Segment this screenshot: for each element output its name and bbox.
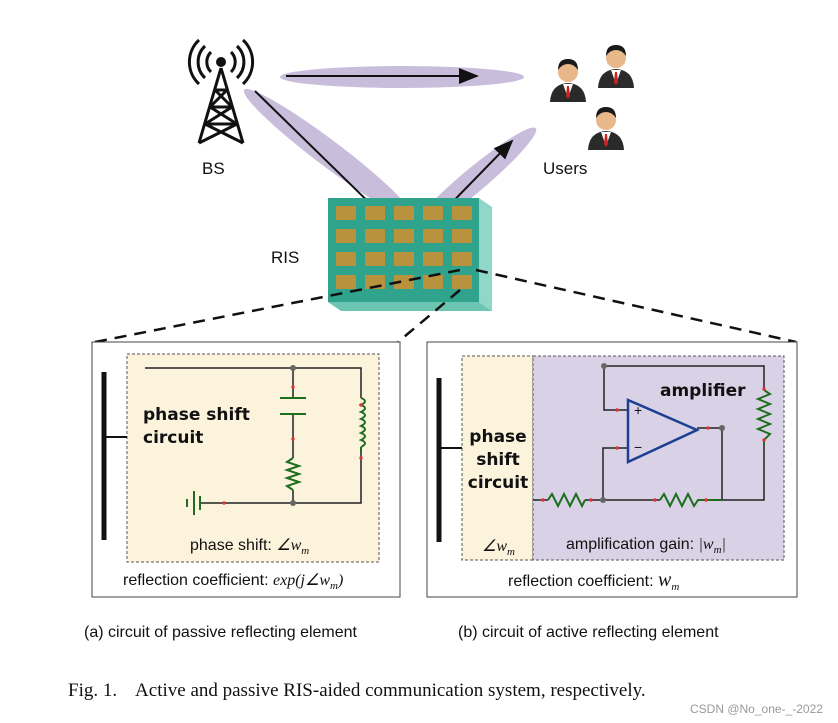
ris-element <box>394 275 414 289</box>
panel-a <box>91 341 401 598</box>
ris-element <box>365 252 385 266</box>
ris-element <box>365 229 385 243</box>
ris-element <box>452 275 472 289</box>
ris-element <box>452 206 472 220</box>
svg-text:−: − <box>634 439 642 455</box>
ris-label: RIS <box>271 248 300 267</box>
ris-element <box>423 275 443 289</box>
ris-element <box>394 252 414 266</box>
users-label: Users <box>543 159 588 178</box>
ris-element <box>336 275 356 289</box>
ris-element <box>336 229 356 243</box>
zoom-lines <box>94 268 797 344</box>
tower-icon <box>187 38 255 145</box>
phase-shift-circuit-title-a: phase shift circuit <box>143 405 250 448</box>
reflection-coefficient-b: reflection coefficient: wm <box>508 569 680 594</box>
reflection-coefficient-a: reflection coefficient: exp(j∠wm) <box>123 572 344 593</box>
ris-element <box>336 252 356 266</box>
ris-element <box>452 229 472 243</box>
user-icon-2 <box>598 45 634 88</box>
ris-element <box>423 252 443 266</box>
phase-shift-circuit-title-b: phase shift circuit <box>467 427 529 493</box>
subcaption-a: (a) circuit of passive reflecting elemen… <box>84 624 357 641</box>
ris-element <box>336 206 356 220</box>
amplification-gain-label: amplification gain: |wm| <box>566 536 726 557</box>
bs-label: BS <box>202 159 225 178</box>
ris-element <box>394 229 414 243</box>
figure-caption: Fig. 1. Active and passive RIS-aided com… <box>68 680 646 701</box>
subcaption-b: (b) circuit of active reflecting element <box>458 624 719 641</box>
ris-element <box>394 206 414 220</box>
user-icon-3 <box>588 107 624 150</box>
user-icon-1 <box>550 59 586 102</box>
amplifier-label: amplifier <box>660 381 746 401</box>
ris-surface <box>328 198 492 311</box>
svg-text:+: + <box>634 402 642 418</box>
ris-element <box>423 206 443 220</box>
phase-angle-label: ∠wm <box>482 538 515 559</box>
watermark: CSDN @No_one-_-2022 <box>690 702 823 716</box>
ris-element <box>365 206 385 220</box>
ris-element <box>452 252 472 266</box>
phase-shift-label: phase shift: ∠wm <box>190 537 310 558</box>
ris-element <box>423 229 443 243</box>
panel-b: + − <box>426 341 798 598</box>
